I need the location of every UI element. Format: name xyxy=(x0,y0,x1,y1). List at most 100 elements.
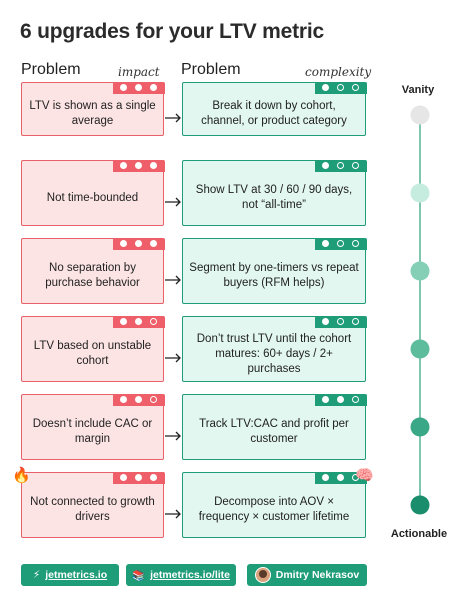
impact-indicator xyxy=(112,393,165,406)
impact-dot-icon xyxy=(149,318,157,325)
solution-card: Segment by one-timers vs repeat buyers (… xyxy=(182,237,367,304)
arrow-right-icon xyxy=(165,197,181,207)
author-badge[interactable]: Dmitry Nekrasov xyxy=(247,564,367,586)
impact-note: impact xyxy=(118,65,160,79)
complexity-dot-icon xyxy=(337,318,344,325)
complexity-dot-icon xyxy=(337,474,344,481)
solution-text: Don’t trust LTV until the cohort matures… xyxy=(196,332,352,375)
scale-dot-4 xyxy=(410,339,430,359)
impact-dot-icon xyxy=(135,240,142,247)
author-name: Dmitry Nekrasov xyxy=(275,569,360,581)
complexity-dot-icon xyxy=(351,162,359,169)
complexity-dot-icon xyxy=(322,474,330,481)
impact-indicator xyxy=(112,315,165,328)
impact-indicator xyxy=(112,159,165,172)
complexity-indicator xyxy=(314,393,367,406)
jetmetrics-link-text: jetmetrics.io xyxy=(45,569,108,581)
complexity-dot-icon xyxy=(322,396,330,403)
arrow-right-icon xyxy=(165,431,181,441)
complexity-indicator xyxy=(314,81,367,94)
problem-column-header: Problem xyxy=(21,61,81,78)
scale-dot-6 xyxy=(410,495,430,515)
page-title: 6 upgrades for your LTV metric xyxy=(20,20,325,43)
solution-card: Decompose into AOV × frequency × custome… xyxy=(182,471,367,538)
solution-text: Show LTV at 30 / 60 / 90 days, not “all-… xyxy=(195,184,353,211)
problem-text: No separation by purchase behavior xyxy=(45,262,140,289)
complexity-indicator xyxy=(314,159,367,172)
impact-dot-icon xyxy=(149,162,157,169)
impact-dot-icon xyxy=(120,474,128,481)
impact-dot-icon xyxy=(120,318,128,325)
impact-dot-icon xyxy=(135,474,142,481)
impact-dot-icon xyxy=(120,162,128,169)
complexity-dot-icon xyxy=(337,396,344,403)
fire-emoji-icon: 🔥 xyxy=(12,467,31,484)
impact-indicator xyxy=(112,237,165,250)
vanity-actionable-scale xyxy=(410,105,430,515)
complexity-dot-icon xyxy=(351,396,359,403)
scale-dot-1 xyxy=(410,105,430,125)
complexity-note: complexity xyxy=(305,65,372,79)
complexity-dot-icon xyxy=(351,474,359,481)
impact-dot-icon xyxy=(149,396,157,403)
problem-card: LTV based on unstable cohort xyxy=(21,315,165,382)
jetmetrics-lite-link-text: jetmetrics.io/lite xyxy=(150,569,231,581)
impact-dot-icon xyxy=(149,84,157,91)
impact-dot-icon xyxy=(135,318,142,325)
impact-dot-icon xyxy=(120,396,128,403)
problem-text: LTV based on unstable cohort xyxy=(33,340,152,367)
impact-dot-icon xyxy=(149,474,157,481)
solution-card: Show LTV at 30 / 60 / 90 days, not “all-… xyxy=(182,159,367,226)
arrow-right-icon xyxy=(165,353,181,363)
solution-card: Don’t trust LTV until the cohort matures… xyxy=(182,315,367,382)
problem-text: Doesn’t include CAC or margin xyxy=(32,418,153,445)
impact-dot-icon xyxy=(120,240,128,247)
brain-emoji-icon: 🧠 xyxy=(355,467,374,484)
solution-text: Decompose into AOV × frequency × custome… xyxy=(198,496,350,523)
jetmetrics-link-button[interactable]: ⚡ jetmetrics.io xyxy=(21,564,119,586)
impact-indicator xyxy=(112,81,165,94)
scale-dot-5 xyxy=(410,417,430,437)
problem-card: LTV is shown as a single average xyxy=(21,81,165,136)
jetmetrics-lite-link-button[interactable]: 📚 jetmetrics.io/lite xyxy=(126,564,236,586)
complexity-dot-icon xyxy=(322,318,330,325)
solution-text: Track LTV:CAC and profit per customer xyxy=(199,418,349,445)
complexity-indicator xyxy=(314,315,367,328)
impact-dot-icon xyxy=(135,396,142,403)
scale-dot-2 xyxy=(410,183,430,203)
lightning-icon: ⚡ xyxy=(32,569,41,581)
problem-card: No separation by purchase behavior xyxy=(21,237,165,304)
complexity-dot-icon xyxy=(337,162,344,169)
author-avatar xyxy=(254,567,271,583)
problem-text: LTV is shown as a single average xyxy=(29,100,156,127)
complexity-indicator xyxy=(314,237,367,250)
problem-card: Doesn’t include CAC or margin xyxy=(21,393,165,460)
arrow-right-icon xyxy=(165,113,181,123)
problem-text: Not connected to growth drivers xyxy=(30,496,155,523)
impact-dot-icon xyxy=(149,240,157,247)
problem-text: Not time-bounded xyxy=(46,191,139,204)
scale-top-label: Vanity xyxy=(401,84,435,96)
complexity-dot-icon xyxy=(322,240,330,247)
impact-dot-icon xyxy=(135,84,142,91)
impact-indicator xyxy=(112,471,165,484)
impact-dot-icon xyxy=(120,84,128,91)
solution-column-header: Problem xyxy=(181,61,241,78)
scale-dot-3 xyxy=(410,261,430,281)
arrow-right-icon xyxy=(165,509,181,519)
complexity-dot-icon xyxy=(337,84,344,91)
complexity-dot-icon xyxy=(351,318,359,325)
complexity-dot-icon xyxy=(351,84,359,91)
complexity-dot-icon xyxy=(351,240,359,247)
solution-text: Segment by one-timers vs repeat buyers (… xyxy=(189,262,359,289)
solution-text: Break it down by cohort, channel, or pro… xyxy=(201,100,347,127)
arrow-right-icon xyxy=(165,275,181,285)
complexity-indicator xyxy=(314,471,367,484)
problem-card: Not connected to growth drivers xyxy=(21,471,165,538)
complexity-dot-icon xyxy=(322,84,330,91)
complexity-dot-icon xyxy=(322,162,330,169)
problem-card: Not time-bounded xyxy=(21,159,165,226)
solution-card: Break it down by cohort, channel, or pro… xyxy=(182,81,367,136)
scale-bottom-label: Actionable xyxy=(390,528,448,540)
solution-card: Track LTV:CAC and profit per customer xyxy=(182,393,367,460)
